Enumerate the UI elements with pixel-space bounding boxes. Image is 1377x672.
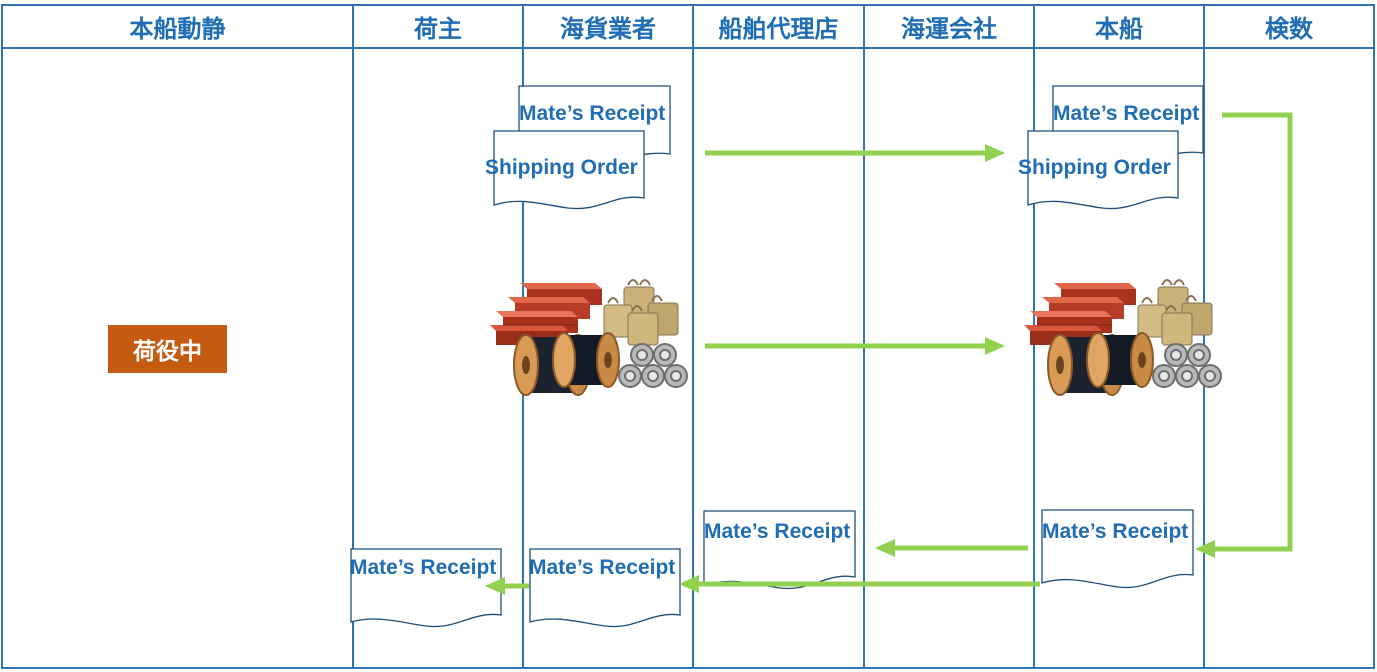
lane-header-forwarder: 海貨業者 <box>560 14 656 43</box>
lane-header-vessel: 本船 <box>1095 14 1143 43</box>
doc-shipping-order-forwarder <box>493 130 645 210</box>
lane-header-shipping-agent: 船舶代理店 <box>718 14 839 43</box>
arrowhead-carrier <box>875 539 895 557</box>
arrowhead-forwarder <box>679 575 699 593</box>
doc-text-mates-receipt-shipper: Mate’s Receipt <box>350 556 497 579</box>
cargo-illustration-forwarder <box>490 279 688 396</box>
doc-text-mates-receipt-forwarder-bottom: Mate’s Receipt <box>529 556 676 579</box>
arrowhead-documents <box>985 144 1005 162</box>
doc-mates-receipt-forwarder-bottom <box>529 548 681 628</box>
doc-text-shipping-order-forwarder: Shipping Order <box>485 156 638 179</box>
arrowhead-shipper <box>485 577 505 595</box>
doc-mates-receipt-vessel-bottom <box>1041 509 1194 589</box>
lane-header-tally: 検数 <box>1265 14 1313 43</box>
arrowhead-tally <box>1195 540 1215 558</box>
status-loading-label: 荷役中 <box>108 325 227 373</box>
arrowhead-cargo <box>985 337 1005 355</box>
lane-header-shipper: 荷主 <box>414 14 462 43</box>
doc-shipping-order-vessel <box>1027 130 1179 210</box>
doc-text-mates-receipt-vessel-top: Mate’s Receipt <box>1053 102 1200 125</box>
doc-text-mates-receipt-agent: Mate’s Receipt <box>704 520 851 543</box>
doc-text-shipping-order-vessel: Shipping Order <box>1018 156 1171 179</box>
doc-text-mates-receipt-forwarder-top: Mate’s Receipt <box>519 102 666 125</box>
arrow-tally-to-vessel <box>1214 112 1293 552</box>
lane-header-vessel-movement: 本船動静 <box>129 14 226 43</box>
diagram-frame <box>1 4 1375 669</box>
doc-mates-receipt-shipper <box>350 548 502 628</box>
cargo-illustration-vessel <box>1024 279 1222 396</box>
lane-header-shipping-company: 海運会社 <box>901 14 997 43</box>
doc-text-mates-receipt-vessel-bottom: Mate’s Receipt <box>1042 520 1189 543</box>
